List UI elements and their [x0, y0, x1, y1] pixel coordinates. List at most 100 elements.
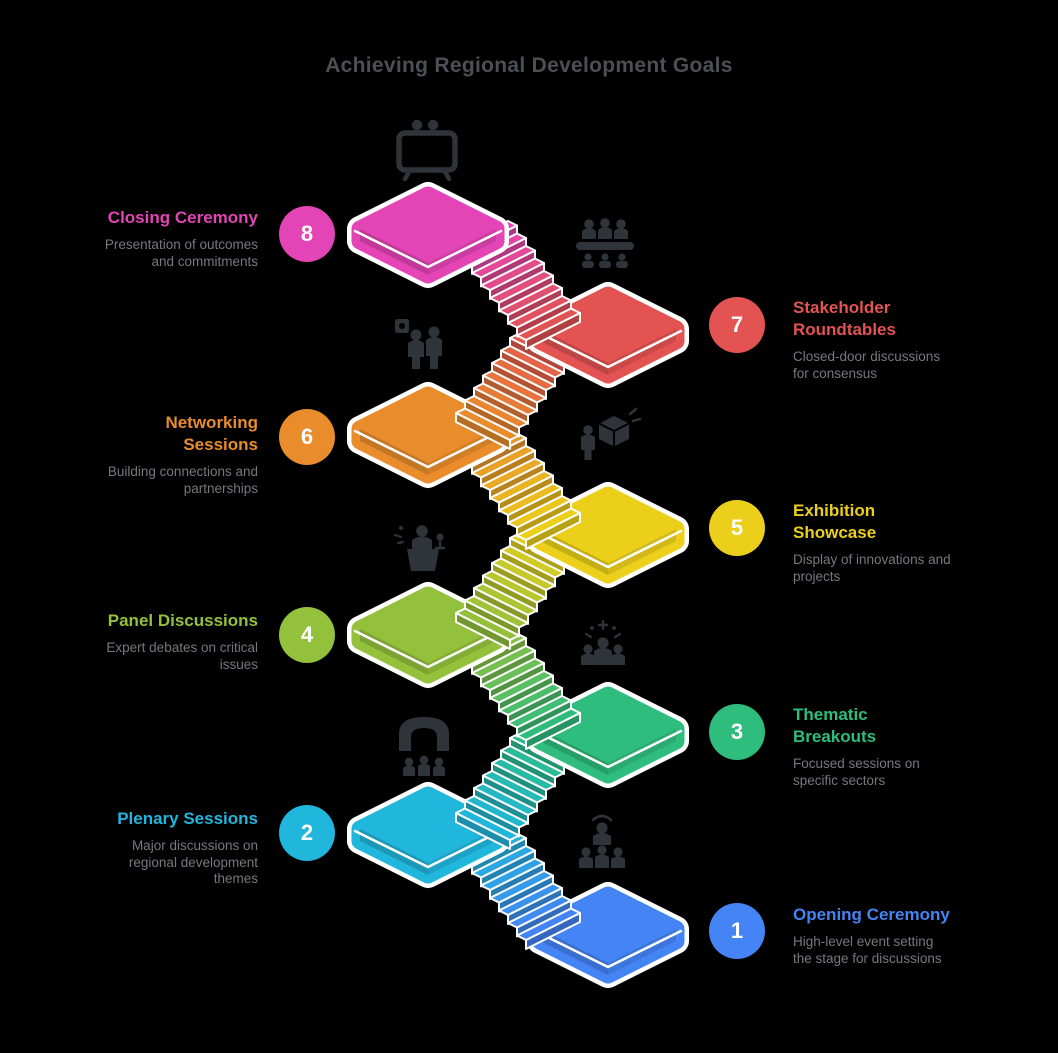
sparkle	[628, 407, 642, 423]
icon-shape	[584, 219, 594, 229]
step-number-6: 6	[300, 424, 314, 449]
platform-edge	[353, 629, 503, 669]
icon-shape	[598, 227, 612, 239]
step-label-5: Exhibition Showcase Display of innovatio…	[793, 500, 983, 585]
step-description-8: Presentation of outcomes and commitments	[104, 237, 258, 269]
step-label-2: Plenary Sessions Major discussions on re…	[58, 808, 258, 888]
icon-shape	[593, 833, 611, 845]
exhibit-box-icon	[581, 407, 642, 460]
stair-step	[498, 882, 563, 916]
stair-step	[482, 570, 547, 604]
sparkle	[612, 626, 616, 630]
icon-shape	[408, 340, 424, 369]
step-description-4: Expert debates on critical issues	[106, 640, 258, 672]
icon-shape	[611, 653, 625, 665]
platform-edge	[353, 829, 503, 869]
step-title-6: Networking Sessions	[165, 413, 258, 454]
stair-step	[471, 645, 536, 679]
step-label-6: Networking Sessions Building connections…	[58, 412, 258, 497]
stair-step	[482, 370, 547, 404]
step-title-8: Closing Ceremony	[107, 208, 258, 227]
page-title: Achieving Regional Development Goals	[325, 54, 733, 77]
icon-shape	[616, 219, 626, 229]
step-badge-8: 8	[279, 206, 335, 262]
icon-shape	[613, 644, 623, 654]
sparkle	[393, 533, 405, 545]
stair-step	[489, 470, 554, 504]
step-number-3: 3	[730, 719, 744, 744]
icon-shape	[579, 856, 593, 868]
step-description-3: Focused sessions on specific sectors	[793, 756, 920, 788]
icon-shape	[410, 329, 422, 341]
step-label-4: Panel Discussions Expert debates on crit…	[58, 610, 258, 673]
icon-shape	[403, 765, 415, 776]
step-title-3: Thematic Breakouts	[793, 705, 877, 746]
stair-step	[473, 782, 538, 816]
step-badge-6: 6	[279, 409, 335, 465]
stair-step	[464, 795, 529, 829]
stair-step	[516, 507, 581, 541]
platform-8	[351, 186, 505, 284]
icon-shape	[583, 644, 593, 654]
stair-step	[455, 807, 520, 841]
icon-shape	[596, 822, 608, 834]
stair-step	[473, 382, 538, 416]
step-number-8: 8	[300, 221, 314, 246]
icon-shape	[600, 218, 610, 228]
step-badge-7: 7	[709, 297, 765, 353]
stair-step	[471, 845, 536, 879]
icon-shape	[595, 854, 609, 868]
stair-step	[500, 345, 565, 379]
step-description-1: High-level event setting the stage for d…	[793, 934, 942, 966]
icon-shape	[434, 757, 444, 767]
table-bar	[576, 242, 634, 250]
icon-shape	[614, 228, 628, 239]
sparkle	[399, 526, 403, 530]
stair-step	[455, 407, 520, 441]
stair-step	[507, 695, 572, 729]
step-number-1: 1	[730, 918, 744, 943]
step-description-7: Closed-door discussions for consensus	[793, 349, 941, 381]
icon-shape	[594, 648, 612, 665]
sparkle	[597, 619, 609, 631]
speaker-with-audience-icon	[579, 814, 625, 868]
sparkle	[590, 626, 594, 630]
step-description-2: Major discussions on regional developmen…	[128, 838, 258, 886]
stair-step	[491, 557, 556, 591]
stair-step	[471, 445, 536, 479]
stair-step	[516, 707, 581, 741]
icon-shape	[404, 757, 414, 767]
screen-legs	[402, 167, 452, 182]
step-badge-3: 3	[709, 704, 765, 760]
step-title-2: Plenary Sessions	[117, 809, 258, 828]
networking-people-icon	[395, 319, 442, 369]
step-label-8: Closing Ceremony Presentation of outcome…	[58, 207, 258, 270]
icon-shape	[581, 847, 591, 857]
step-number-4: 4	[300, 622, 314, 647]
stair-step	[498, 482, 563, 516]
platform-edge	[353, 429, 503, 469]
step-description-5: Display of innovations and projects	[793, 552, 951, 584]
step-badge-2: 2	[279, 805, 335, 861]
stair-step	[489, 870, 554, 904]
icon-shape	[428, 326, 440, 338]
icon-shape	[591, 814, 613, 822]
podium-speaker-icon	[393, 525, 446, 571]
step-badge-1: 1	[709, 903, 765, 959]
icon-shape	[601, 253, 609, 261]
platform-edge	[533, 529, 683, 569]
stair-step	[473, 582, 538, 616]
step-title-5: Exhibition Showcase	[793, 501, 877, 542]
stair-step	[516, 307, 581, 341]
step-badge-5: 5	[709, 500, 765, 556]
microphone-stand	[434, 539, 446, 550]
icon-shape	[613, 847, 623, 857]
icon-shape	[597, 637, 609, 649]
step-number-5: 5	[730, 515, 744, 540]
icon-shape	[426, 337, 442, 369]
platform-edge	[533, 929, 683, 969]
step-label-1: Opening Ceremony High-level event settin…	[793, 904, 983, 967]
screen-dot	[411, 119, 423, 131]
